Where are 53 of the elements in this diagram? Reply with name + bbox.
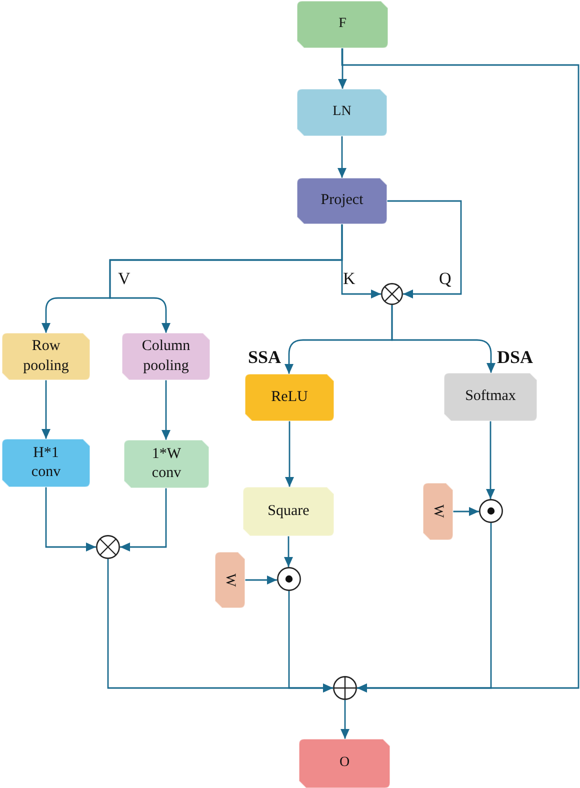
- node-label: O: [339, 754, 350, 772]
- edge-label: K: [343, 270, 356, 287]
- node-label: H*1 conv: [30, 444, 62, 482]
- weight-box: [423, 483, 453, 540]
- arrow: [45, 487, 96, 552]
- section-label: DSA: [497, 348, 534, 366]
- arrow: [284, 536, 293, 567]
- arrow: [42, 380, 50, 439]
- node-label: Project: [320, 191, 364, 210]
- arrow: [338, 48, 347, 89]
- node-label: F: [338, 15, 346, 34]
- node-label: W: [222, 573, 240, 587]
- edge-label: V: [118, 270, 130, 287]
- process-box: [297, 89, 387, 136]
- section-label: SSA: [248, 348, 282, 366]
- arrow: [162, 380, 170, 440]
- arrow: [341, 224, 381, 298]
- arrow: [338, 136, 346, 178]
- edge-label: Q: [439, 270, 452, 287]
- process-box: [2, 333, 90, 380]
- arrow: [120, 488, 167, 552]
- node-label: ReLU: [271, 388, 308, 407]
- process-box: [243, 487, 334, 536]
- node-label: Column pooling: [140, 337, 192, 376]
- process-box: [297, 178, 387, 224]
- node-label: LN: [332, 103, 352, 122]
- node-label: Softmax: [465, 387, 516, 406]
- process-box: [297, 1, 388, 48]
- dot-product-circle: [479, 499, 503, 523]
- arrow: [453, 507, 479, 516]
- multiplication-circle: [381, 283, 403, 305]
- multiplication-circle: [96, 535, 120, 559]
- process-box: [2, 439, 90, 487]
- dot-product-circle: [277, 567, 301, 591]
- process-box: [245, 374, 334, 421]
- process-box: [124, 440, 209, 488]
- node-label: Square: [268, 502, 310, 521]
- arrow: [486, 421, 495, 499]
- node-label: W: [430, 504, 448, 518]
- arrow: [387, 200, 462, 298]
- arrow: [341, 48, 580, 692]
- arrow: [285, 421, 294, 487]
- addition-circle: [333, 676, 357, 700]
- process-box: [444, 373, 537, 421]
- process-box: [122, 333, 210, 380]
- node-label: 1*W conv: [150, 444, 182, 483]
- arrow: [340, 700, 350, 739]
- arrow: [391, 305, 496, 373]
- node-label: Row pooling: [22, 337, 70, 376]
- weight-box: [215, 552, 245, 608]
- arrow: [245, 576, 277, 584]
- arrow: [288, 591, 333, 692]
- process-box: [299, 739, 390, 788]
